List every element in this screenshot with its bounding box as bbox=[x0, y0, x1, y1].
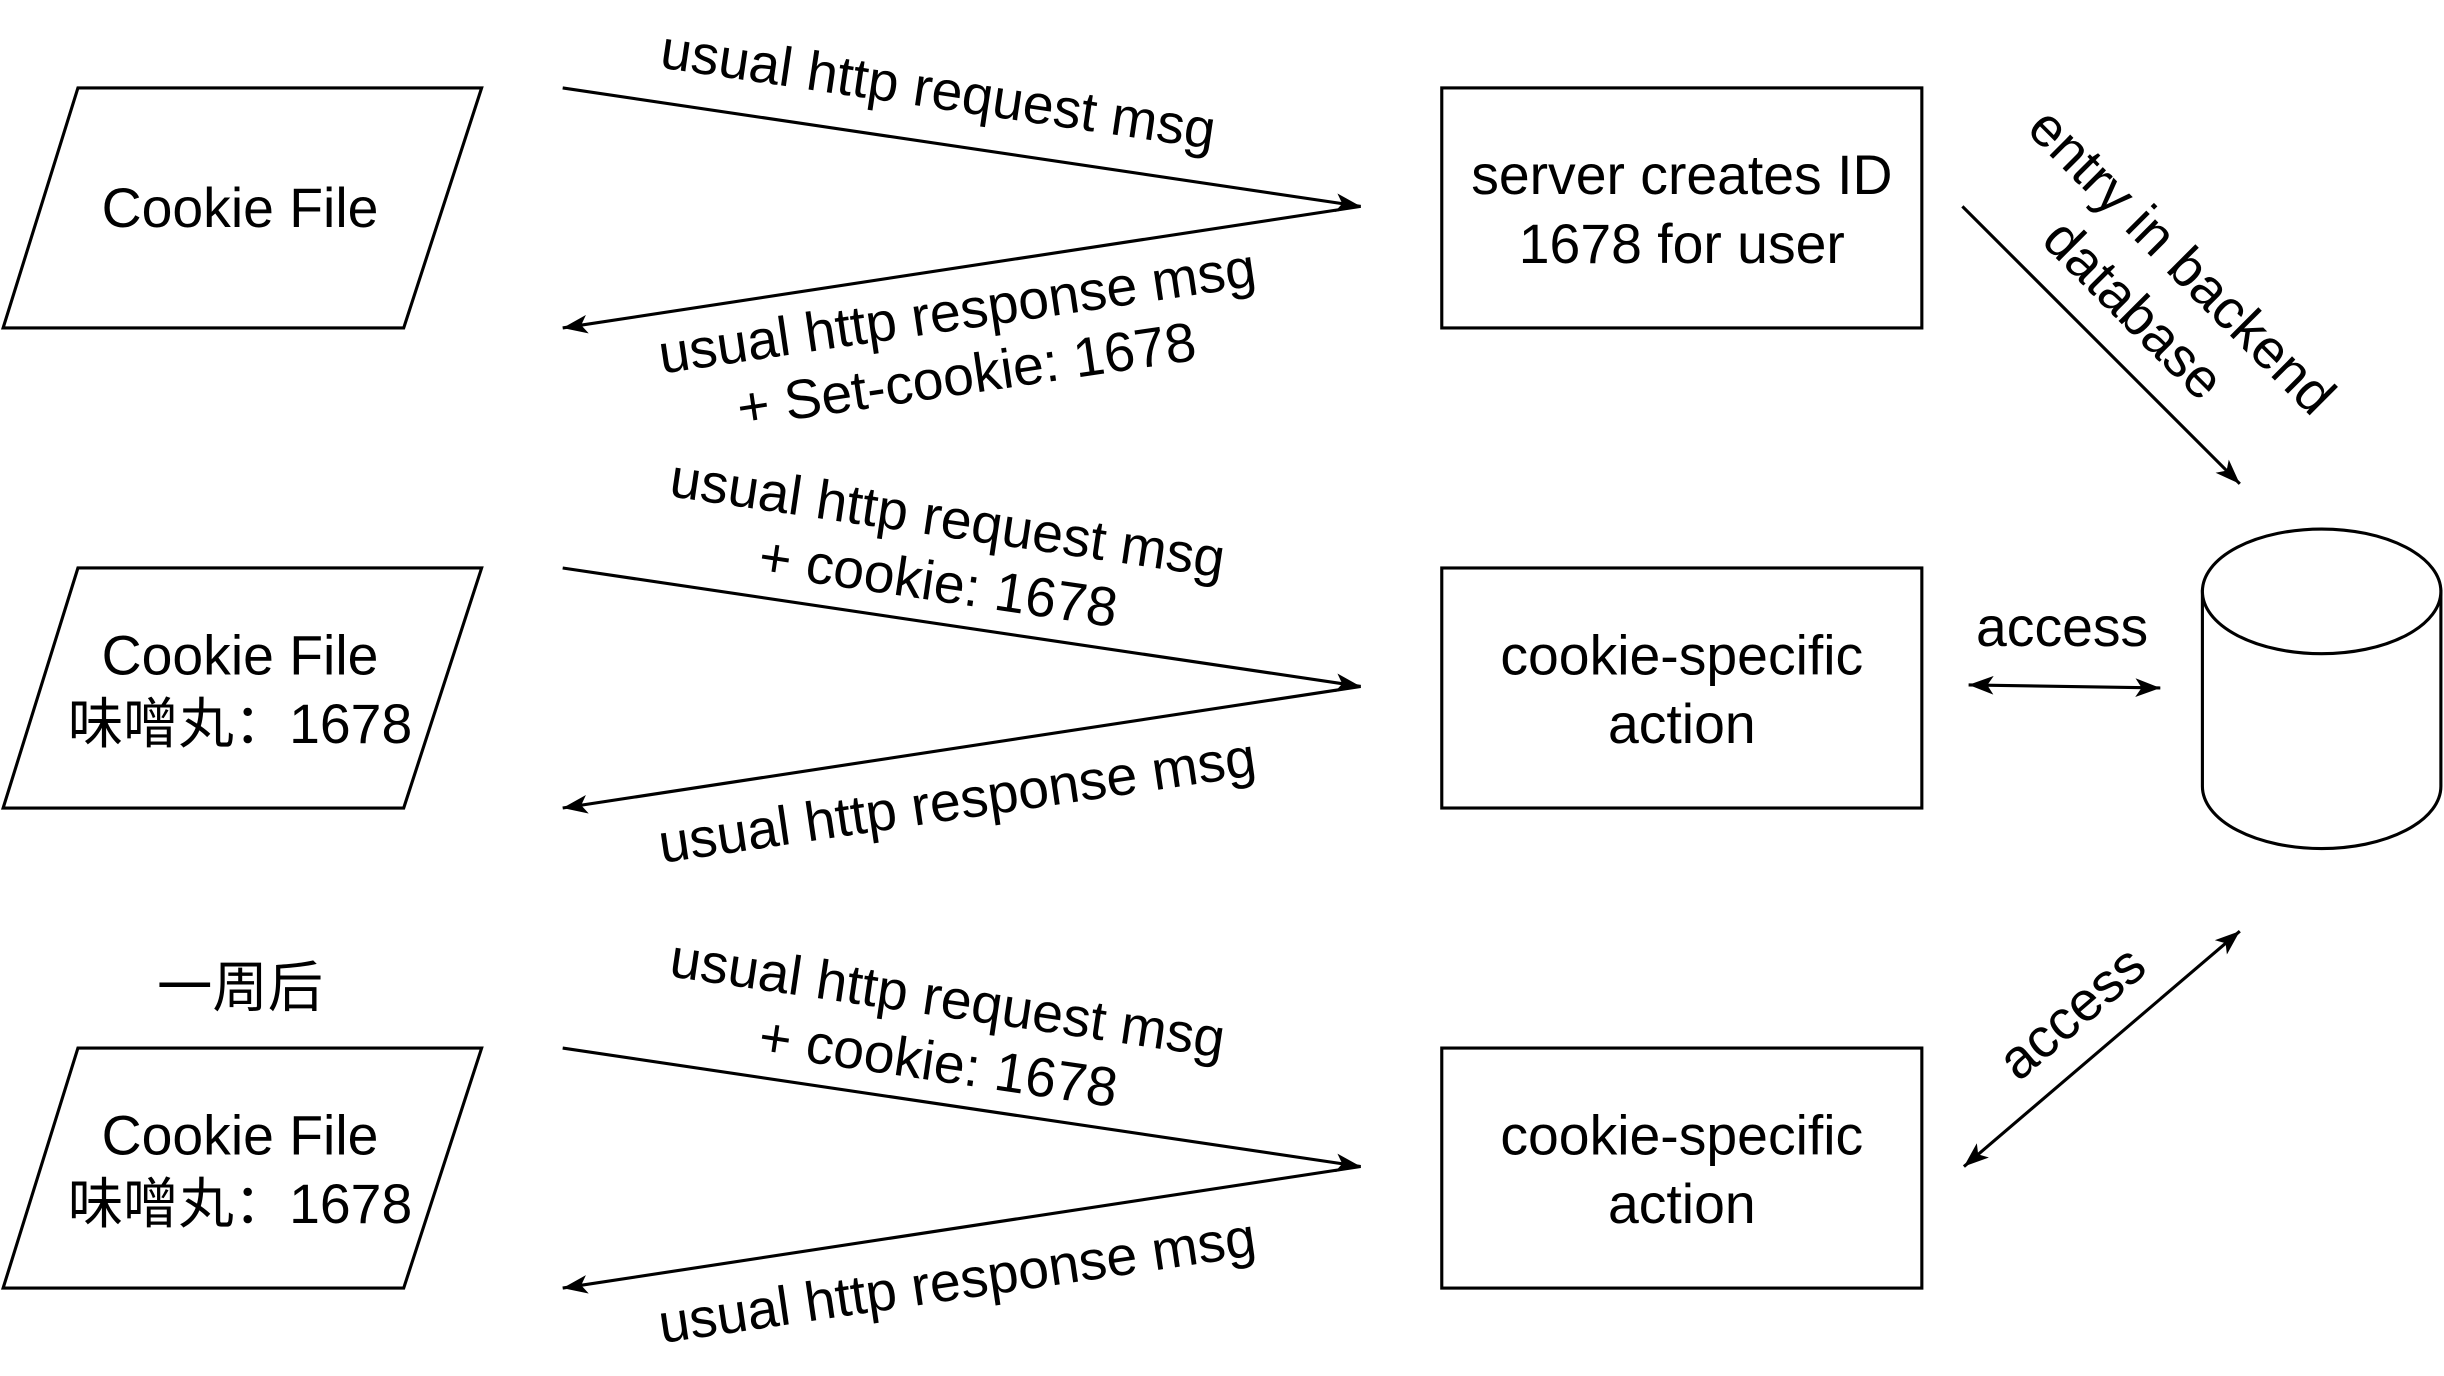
server-label-line-2: 1678 for user bbox=[1519, 213, 1845, 275]
request-arrow bbox=[562, 86, 1361, 212]
cookie-file-label: Cookie File bbox=[102, 624, 379, 686]
action-label-line-2: action bbox=[1608, 1173, 1756, 1235]
access-arrow bbox=[1968, 675, 2161, 697]
response-arrow bbox=[562, 204, 1361, 334]
access-arrow bbox=[1962, 929, 2241, 1168]
cookie-file-label: Cookie File bbox=[102, 1104, 379, 1166]
action-box bbox=[1440, 566, 1924, 810]
cookie-file-shape bbox=[0, 1046, 484, 1290]
cookie-file-label: Cookie File bbox=[102, 177, 379, 239]
request-arrow bbox=[562, 1046, 1361, 1173]
cookie-value-label: 味噌丸：1678 bbox=[68, 1173, 412, 1235]
action-label-line-1: cookie-specific bbox=[1500, 624, 1863, 686]
cookie-value-label: 味噌丸：1678 bbox=[68, 693, 412, 755]
request-arrow bbox=[562, 566, 1361, 693]
server-box bbox=[1440, 86, 1924, 330]
row-2: Cookie File 味噌丸：1678 usual http request … bbox=[0, 447, 1924, 875]
row-1: Cookie File usual http request msg usual… bbox=[0, 18, 1924, 439]
row-3: 一周后 Cookie File 味噌丸：1678 usual http requ… bbox=[0, 927, 1924, 1355]
server-label-line-1: server creates ID bbox=[1471, 144, 1892, 206]
action-label-line-2: action bbox=[1608, 693, 1756, 755]
response-arrow bbox=[562, 684, 1361, 814]
database-cylinder-icon bbox=[2200, 527, 2443, 851]
database: entry in backend database access access bbox=[1961, 95, 2443, 1168]
cookie-file-shape bbox=[0, 566, 484, 810]
action-box bbox=[1440, 1046, 1924, 1290]
request-msg-label: usual http request msg bbox=[657, 18, 1220, 161]
cookie-file-shape bbox=[0, 86, 484, 330]
response-arrow bbox=[562, 1164, 1361, 1294]
after-one-week-label: 一周后 bbox=[157, 956, 323, 1018]
db-entry-arrow bbox=[1961, 205, 2241, 485]
access-label: access bbox=[1976, 596, 2148, 658]
access-label: access bbox=[1986, 933, 2157, 1092]
action-label-line-1: cookie-specific bbox=[1500, 1104, 1863, 1166]
